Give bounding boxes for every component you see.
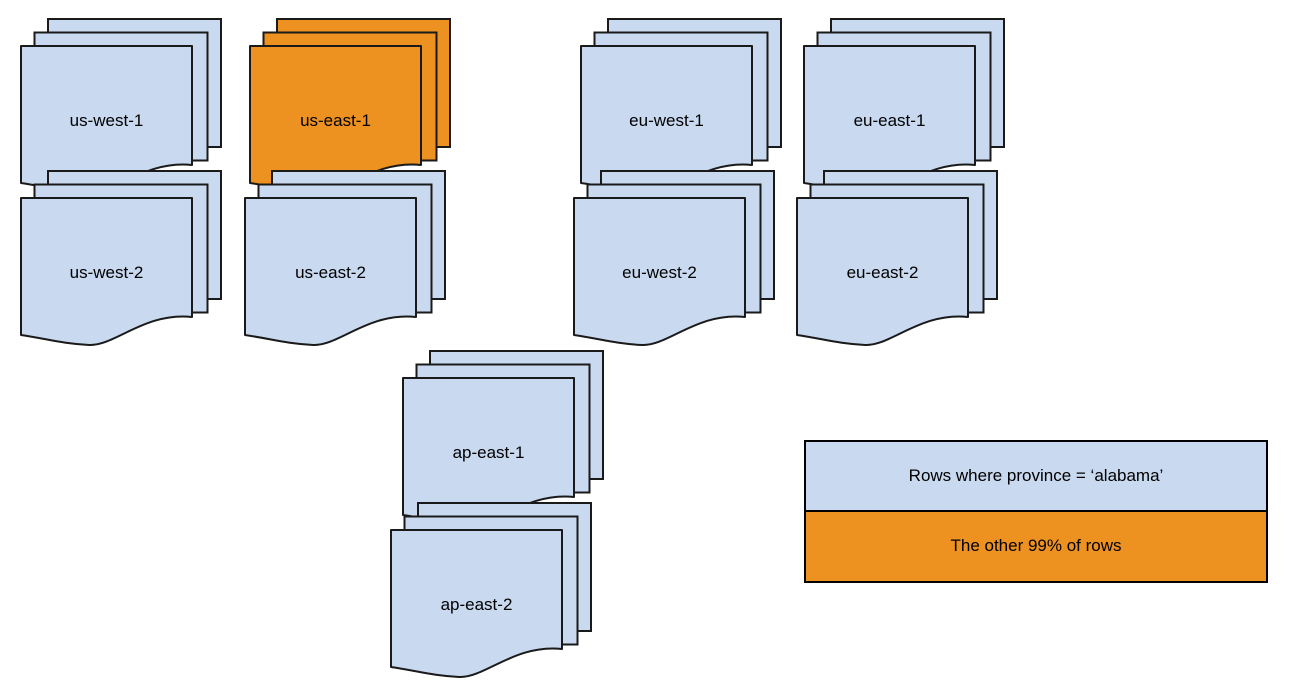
legend-highlight: The other 99% of rows [806,511,1266,581]
stack-sheet-front [244,197,417,347]
stack-shape-eu-east-2 [796,170,998,347]
stack-shape-us-east-2 [244,170,446,347]
region-stack-ap-east-2[interactable]: ap-east-2 [390,502,594,683]
stack-sheet-front [20,197,193,347]
stack-shape-eu-west-2 [573,170,775,347]
region-stack-eu-east-2[interactable]: eu-east-2 [796,170,1000,351]
legend-normal: Rows where province = ‘alabama’ [806,442,1266,512]
legend: Rows where province = ‘alabama’ The other… [804,440,1268,583]
legend-highlight-text: The other 99% of rows [950,536,1122,556]
stack-sheet-front [390,529,563,679]
region-stack-eu-east-1[interactable]: eu-east-1 [803,18,1007,199]
stack-sheet-front [796,197,969,347]
region-stack-eu-west-2[interactable]: eu-west-2 [573,170,777,351]
region-stack-us-west-2[interactable]: us-west-2 [20,170,224,351]
stack-shape-us-east-1 [249,18,451,195]
stack-shape-ap-east-2 [390,502,592,679]
legend-normal-text: Rows where province = ‘alabama’ [908,465,1164,485]
stack-shape-ap-east-1 [402,350,604,527]
stack-sheet-front [573,197,746,347]
stack-shape-eu-west-1 [580,18,782,195]
stack-shape-eu-east-1 [803,18,1005,195]
region-stack-ap-east-1[interactable]: ap-east-1 [402,350,606,531]
stack-shape-us-west-2 [20,170,222,347]
region-stack-us-east-2[interactable]: us-east-2 [244,170,448,351]
